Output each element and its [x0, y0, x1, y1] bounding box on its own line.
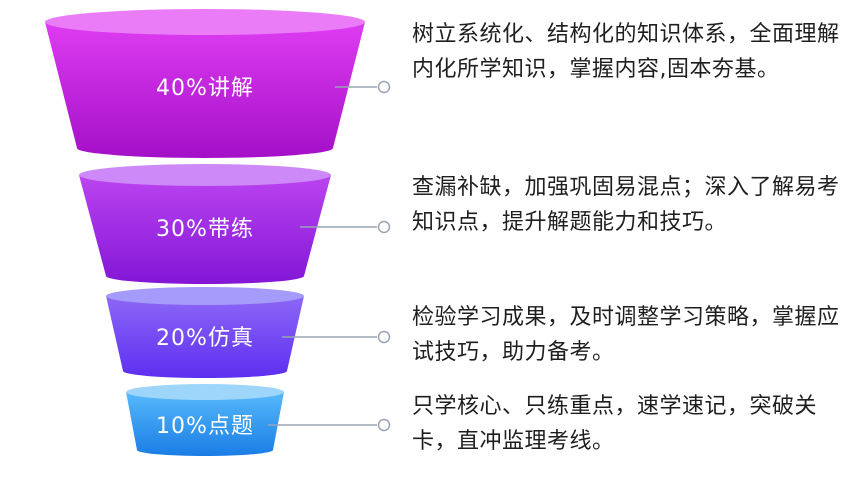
- funnel-tier-2-rim: [79, 164, 331, 186]
- connector-2-dot: [377, 220, 391, 234]
- funnel-tier-3-rim: [106, 287, 304, 305]
- funnel-tier-1-body: [45, 22, 365, 158]
- funnel-tier-4-label: 10%点题: [156, 414, 254, 439]
- funnel-tier-4: 10%点题: [126, 384, 284, 456]
- funnel-tier-2-body: [79, 175, 331, 284]
- connector-1-dot: [377, 80, 391, 94]
- funnel-tier-3-label: 20%仿真: [156, 326, 254, 351]
- funnel-tier-2: 30%带练: [79, 164, 331, 284]
- tier-4-description: 只学核心、只练重点，速学速记，突破关卡，直冲监理考线。: [412, 394, 818, 454]
- tier-3-description: 检验学习成果，及时调整学习策略，掌握应试技巧，助力备考。: [412, 305, 840, 365]
- connector-3: [282, 330, 391, 344]
- connector-4: [268, 418, 391, 432]
- funnel-tier-1-label: 40%讲解: [156, 76, 254, 101]
- tier-1-description: 树立系统化、结构化的知识体系，全面理解内化所学知识，掌握内容,固本夯基。: [412, 22, 840, 82]
- funnel-tier-3-body: [106, 296, 304, 378]
- tier-2-description: 查漏补缺，加强巩固易混点；深入了解易考知识点，提升解题能力和技巧。: [412, 175, 840, 235]
- connector-2: [300, 220, 391, 234]
- funnel-tier-4-body: [126, 392, 284, 456]
- funnel-tier-1: 40%讲解: [45, 9, 365, 158]
- funnel-tier-2-label: 30%带练: [156, 217, 254, 242]
- connector-4-dot: [377, 418, 391, 432]
- funnel-tier-3: 20%仿真: [106, 287, 304, 378]
- funnel-tier-4-rim: [126, 384, 284, 400]
- funnel-tier-1-rim: [45, 9, 365, 35]
- connector-3-dot: [377, 330, 391, 344]
- connector-1: [335, 80, 391, 94]
